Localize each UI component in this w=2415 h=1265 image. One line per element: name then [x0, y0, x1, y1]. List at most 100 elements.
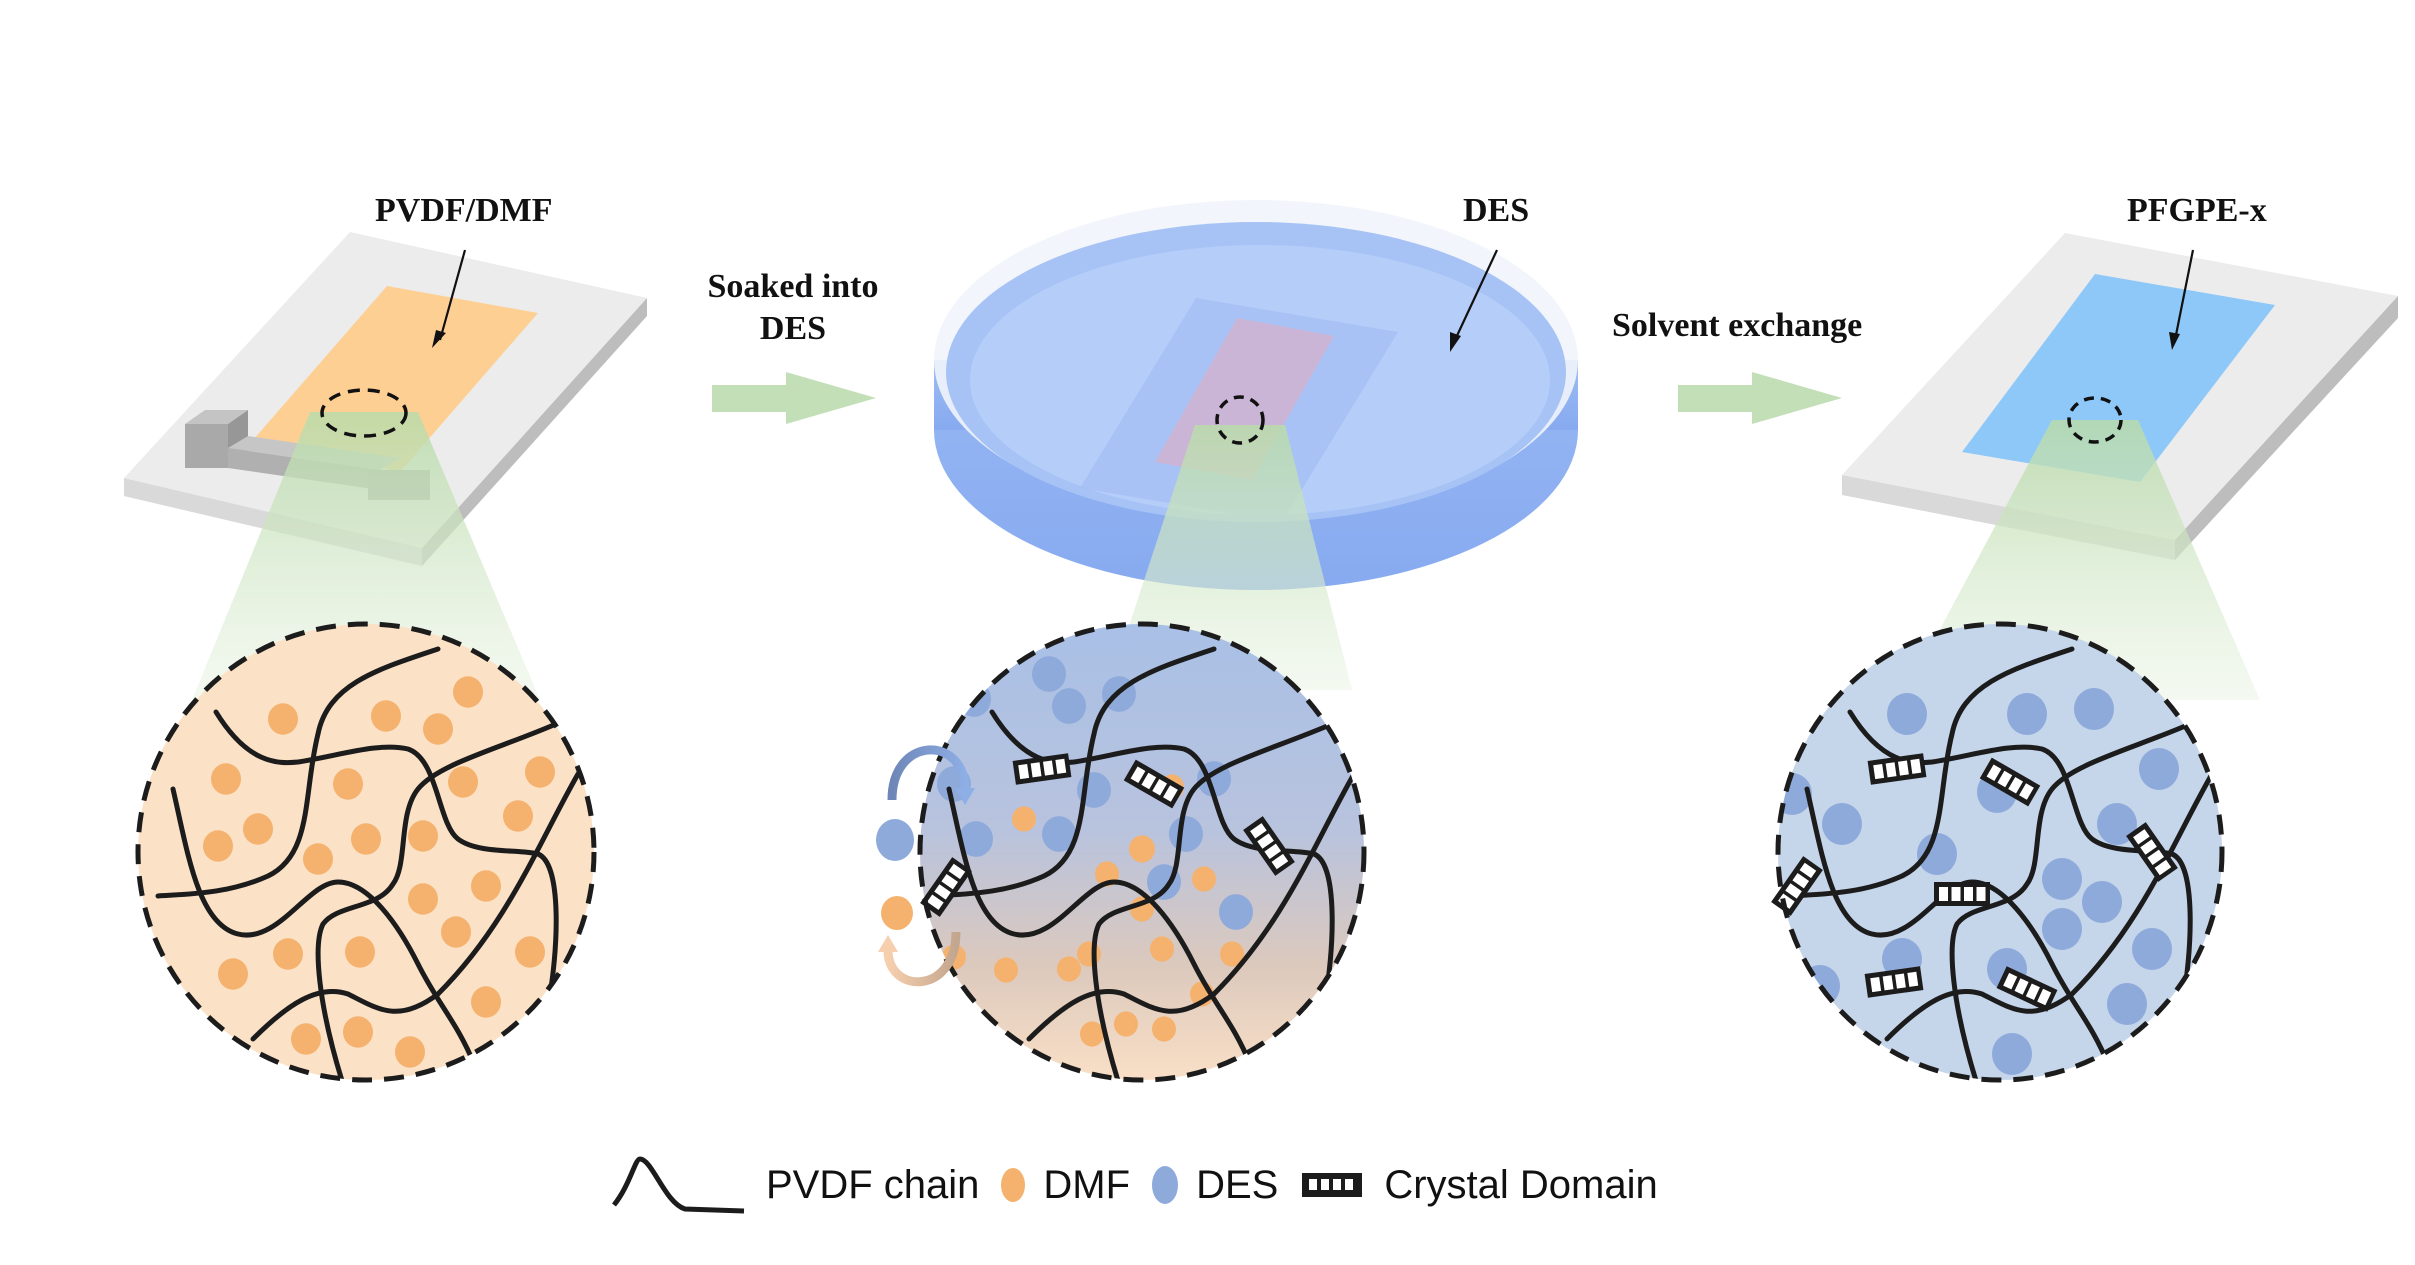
label-pvdf-dmf: PVDF/DMF [375, 192, 553, 229]
pvdf-chain [931, 646, 1217, 899]
dmf-molecule-icon [881, 896, 913, 930]
dmf-molecule [1152, 1016, 1176, 1042]
dmf-molecule [371, 700, 401, 732]
crystal-domain [1934, 882, 1990, 906]
blue-dot-icon [1152, 1166, 1179, 1204]
des-molecule [2082, 881, 2122, 923]
pvdf-chain [2099, 1061, 2111, 1074]
dmf-molecule [1012, 806, 1036, 832]
pvdf-chain [989, 709, 1335, 1009]
legend-item-dmf: DMF [1001, 1163, 1130, 1208]
focus-ring-left [320, 388, 408, 438]
focus-ring-right [2067, 396, 2123, 444]
label-pfgpe: PFGPE-x [2127, 192, 2267, 229]
magnified-view-exchange [917, 621, 1367, 1083]
crystal-domain [1996, 966, 2058, 1012]
pvdf-chain [465, 1061, 477, 1074]
dmf-molecule [1077, 941, 1101, 967]
crystal-domain [920, 857, 972, 917]
dmf-molecule [408, 883, 438, 915]
label-des: DES [1463, 192, 1530, 229]
crystal-domain [1864, 966, 1924, 998]
dmf-molecule [503, 800, 533, 832]
des-molecule [2074, 688, 2114, 730]
crystal-domain [1012, 753, 1072, 785]
pfgpe-film [1962, 274, 2275, 482]
pvdf-chain [1847, 709, 2193, 1009]
des-molecule [1822, 803, 1862, 845]
dmf-molecule [291, 1023, 321, 1055]
exchange-arrow [1678, 372, 1842, 424]
wave-line-icon [612, 1156, 745, 1214]
dmf-molecule [395, 1036, 425, 1068]
dmf-molecule [333, 768, 363, 800]
pvdf-chain [1091, 721, 1335, 1080]
step-soak-label: Soaked into DES [688, 268, 898, 348]
dmf-molecule [343, 1016, 373, 1048]
soak-arrow [712, 372, 876, 424]
dmf-molecule [211, 763, 241, 795]
des-molecule [2097, 803, 2137, 845]
crystal-domain [2126, 822, 2178, 882]
des-molecule [1887, 693, 1927, 735]
legend: PVDF chain DMF DES Crystal Domain [610, 1150, 1680, 1220]
des-molecule [1032, 656, 1066, 692]
legend-item-pvdf-chain: PVDF chain [610, 1155, 979, 1215]
dmf-molecule [441, 916, 471, 948]
dmf-molecule [345, 936, 375, 968]
dmf-molecule [471, 986, 501, 1018]
step-soak-line1: Soaked into [707, 268, 879, 305]
dmf-molecule [1080, 1021, 1104, 1047]
legend-label-des: DES [1196, 1162, 1279, 1207]
dmf-molecule [273, 938, 303, 970]
focus-ring-middle [1215, 395, 1265, 445]
des-molecule [1042, 816, 1076, 852]
crystal-domain [1867, 753, 1927, 785]
zoom-beam-middle [1108, 425, 1352, 690]
pvdf-chain [315, 721, 559, 1080]
dmf-molecule [453, 676, 483, 708]
dmf-molecule [1129, 835, 1155, 863]
magnified-view-pvdf-dmf [135, 621, 597, 1083]
pvdf-chain [170, 786, 477, 1067]
des-molecule [959, 821, 993, 857]
dmf-molecule [1220, 941, 1244, 967]
legend-label-dmf: DMF [1043, 1162, 1131, 1207]
dmf-molecule [203, 830, 233, 862]
pvdf-chain [1949, 721, 2193, 1080]
des-molecule [1169, 816, 1203, 852]
des-molecule [2042, 858, 2082, 900]
des-molecule [1992, 1033, 2032, 1075]
des-molecule [957, 681, 991, 717]
des-molecule [2007, 693, 2047, 735]
pvdf-chain [213, 709, 559, 1009]
dmf-molecule [351, 823, 381, 855]
step-exchange-label: Solvent exchange [1612, 307, 1863, 344]
des-molecule [1917, 833, 1957, 875]
zoom-beam-left [192, 412, 540, 700]
pvdf-chain [946, 786, 1253, 1067]
dmf-molecule [994, 957, 1018, 983]
des-molecule-icon [876, 819, 914, 861]
exchange-cycle-icon [876, 745, 975, 987]
dmf-molecule [525, 756, 555, 788]
dmf-molecule [1150, 936, 1174, 962]
dmf-molecule [218, 958, 248, 990]
legend-label-crystal-domain: Crystal Domain [1384, 1162, 1658, 1207]
des-molecule [2132, 928, 2172, 970]
dmf-molecule [243, 813, 273, 845]
dmf-molecule [1057, 956, 1081, 982]
dmf-molecule [515, 936, 545, 968]
step-soak-line2: DES [759, 310, 827, 347]
dmf-molecule [448, 766, 478, 798]
legend-label-pvdf-chain: PVDF chain [766, 1162, 980, 1207]
crystal-domain [1243, 816, 1295, 876]
legend-item-crystal-domain: Crystal Domain [1300, 1162, 1658, 1208]
des-molecule [2139, 748, 2179, 790]
dmf-molecule [423, 713, 453, 745]
magnified-view-pfgpe [1771, 621, 2225, 1083]
crystal-domain [1979, 757, 2041, 807]
pvdf-chain [1026, 771, 1357, 1042]
des-molecule [1052, 688, 1086, 724]
